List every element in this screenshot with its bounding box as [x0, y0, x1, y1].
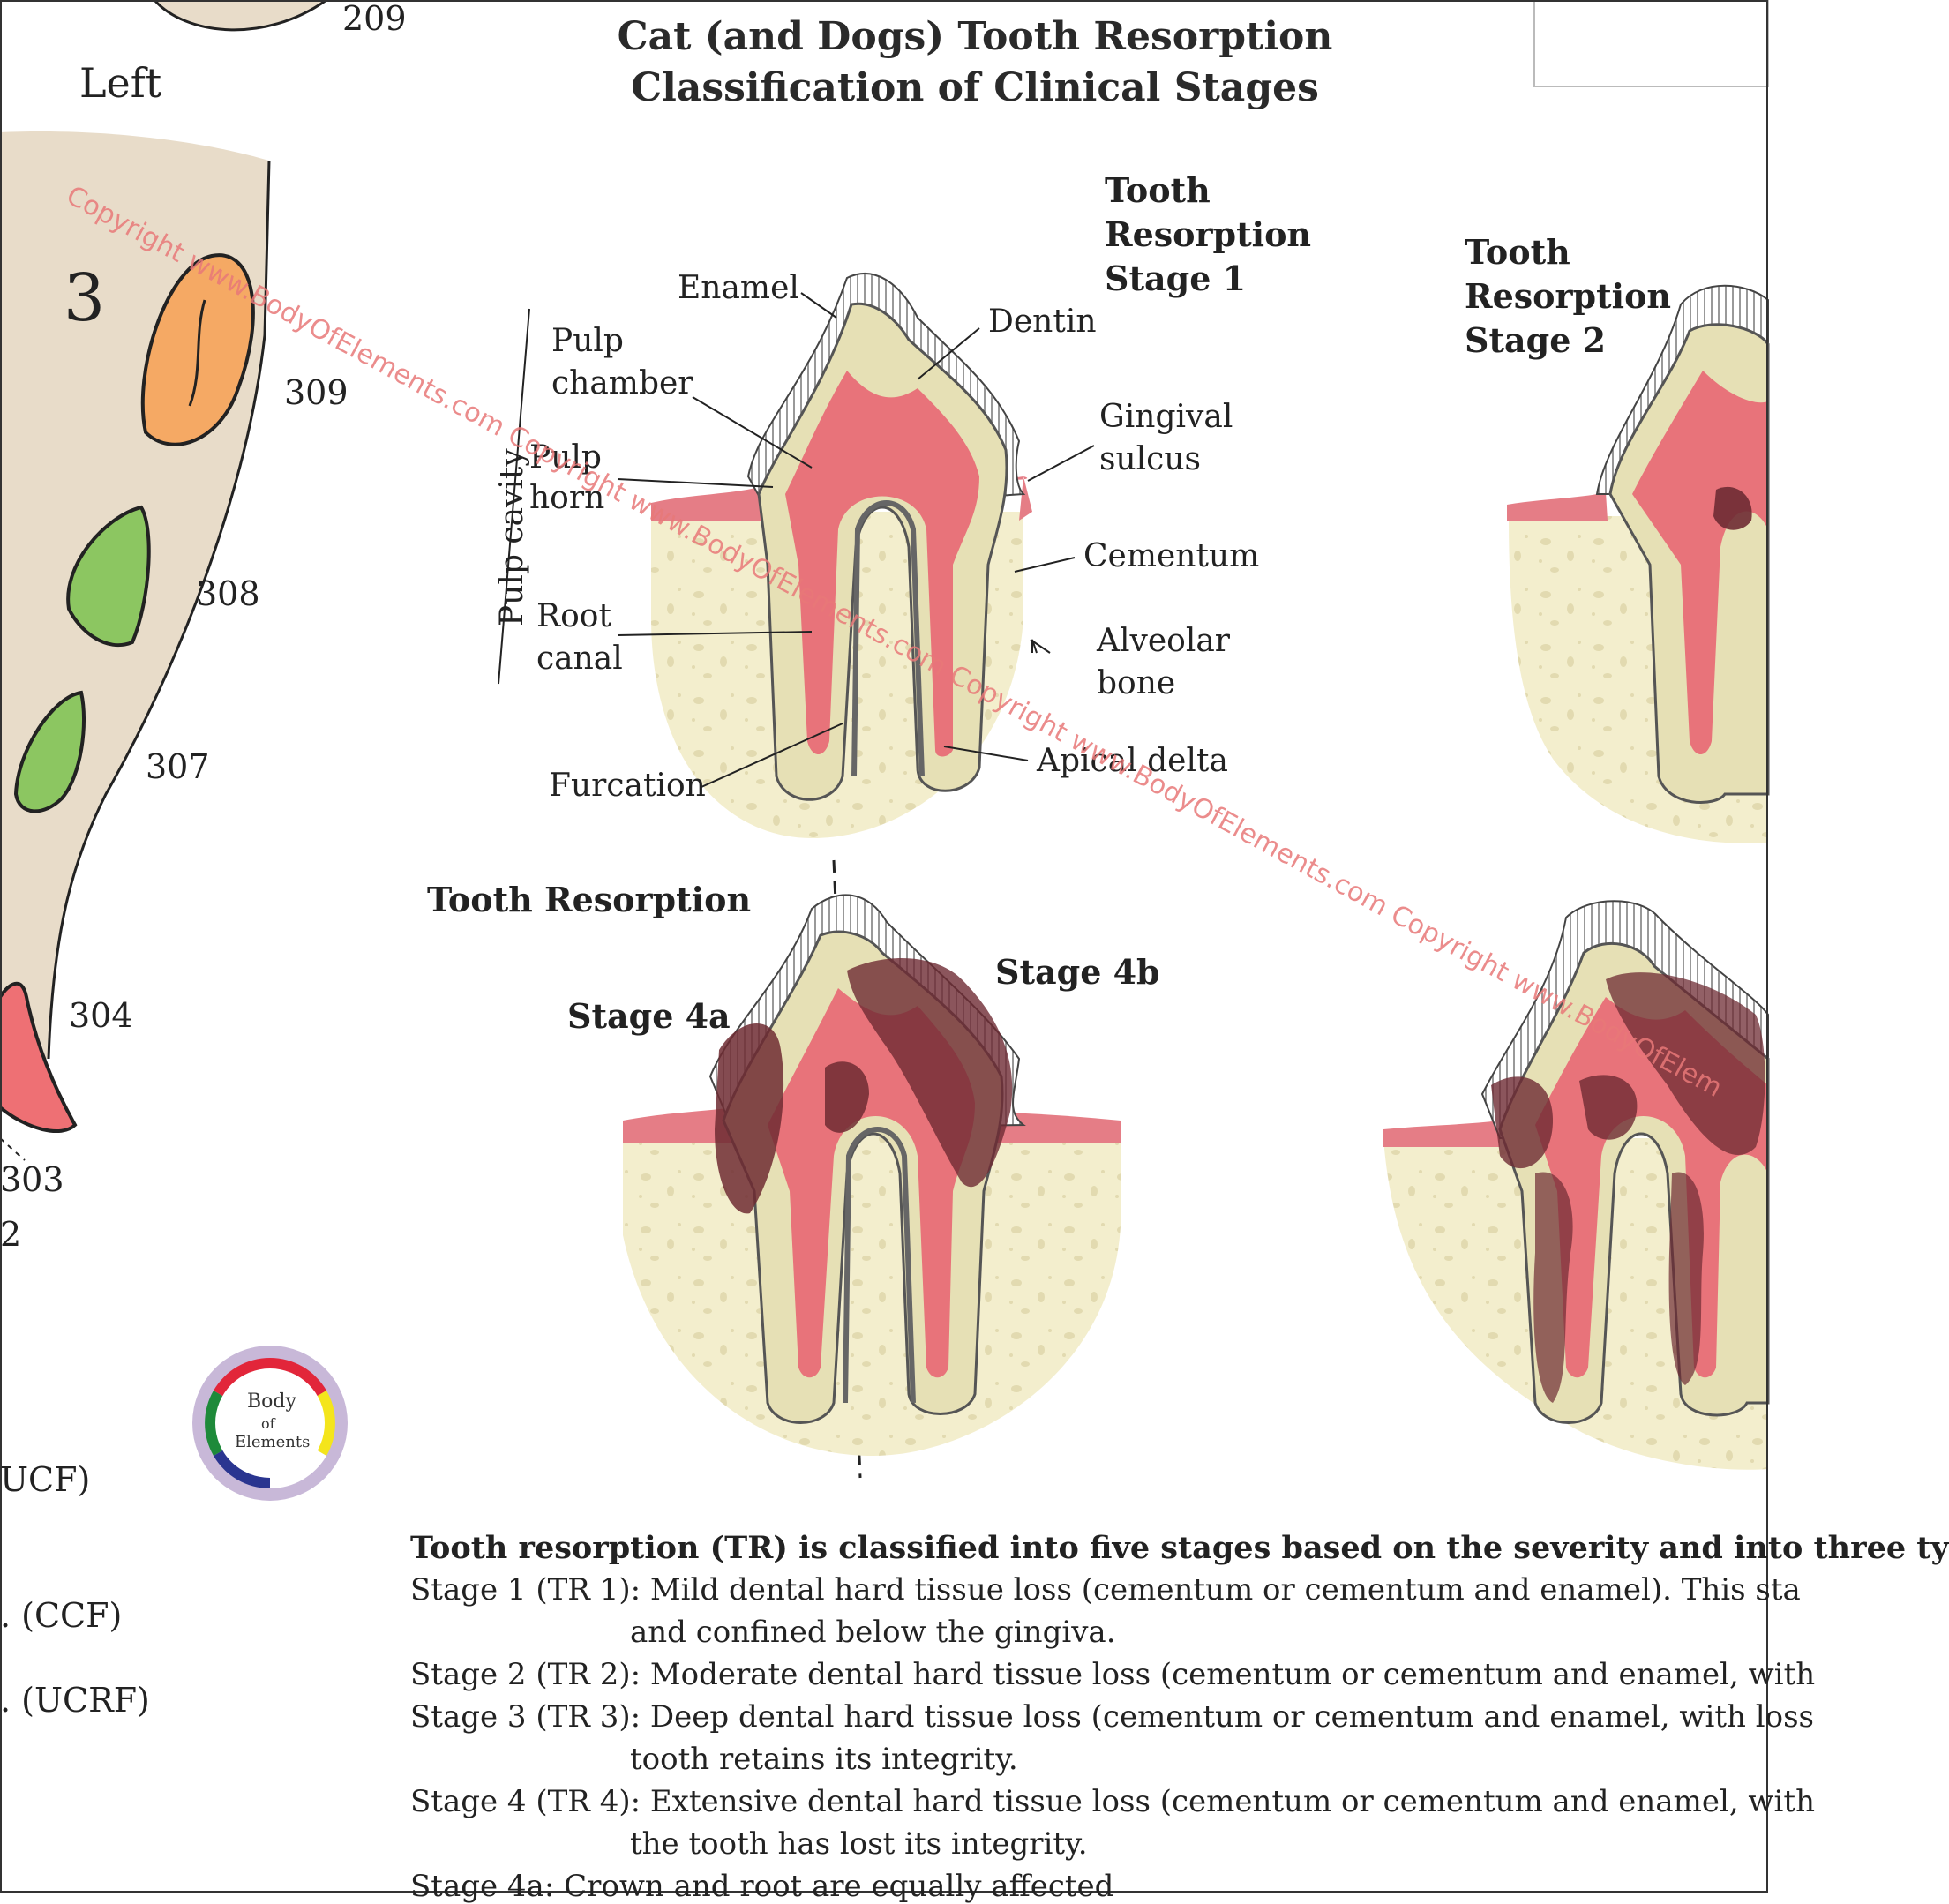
stage1-heading-line2: Resorption: [1105, 214, 1312, 254]
stage1-tooth: [651, 273, 1032, 838]
label-alveolar-bone-2: bone: [1097, 665, 1176, 701]
label-gingival-sulcus-1: Gingival: [1099, 399, 1233, 435]
stage4-lesion-left: [715, 1023, 784, 1214]
stage4-tooth: [623, 894, 1121, 1456]
description-line-1: Stage 1 (TR 1): Mild dental hard tissue …: [410, 1572, 1801, 1608]
stage4-gingiva-right: [988, 1112, 1121, 1143]
tooth-309-groove: [188, 299, 206, 407]
logo-text-line1: Body: [247, 1391, 296, 1413]
logo-text-line2: of: [261, 1415, 275, 1432]
tooth-303-leader: [0, 1137, 26, 1161]
stage1-gingiva: [651, 485, 764, 521]
label-pulp-chamber-2: chamber: [551, 365, 693, 401]
stage4a-label: Stage 4a: [567, 996, 731, 1036]
stage1-leaders: [498, 292, 1095, 788]
stage5-lesion-4: [1606, 972, 1765, 1156]
description-line-5: tooth retains its integrity.: [630, 1742, 1018, 1777]
tooth-number-304: 304: [69, 996, 133, 1035]
stage2-gingiva: [1507, 492, 1608, 521]
label-root-canal-2: canal: [536, 641, 623, 677]
tooth-number-303: 303: [0, 1160, 64, 1199]
stage5-tooth: [1383, 900, 1770, 1470]
page-border: [0, 0, 1768, 1893]
label-enamel: Enamel: [678, 270, 799, 306]
diagram-artwork: [0, 0, 1770, 1893]
title-line-2: Classification of Clinical Stages: [631, 65, 1319, 110]
stage5-gingiva: [1383, 1121, 1500, 1147]
quadrant-number: 3: [64, 260, 106, 336]
description-intro: Tooth resorption (TR) is classified into…: [410, 1530, 1949, 1566]
tooth-number-307: 307: [146, 747, 210, 786]
stage4-bone: [623, 1134, 1121, 1456]
label-dentin: Dentin: [988, 304, 1097, 340]
label-cementum: Cementum: [1083, 538, 1260, 574]
stage2-heading-line2: Resorption: [1465, 276, 1672, 316]
label-pulp-cavity: Pulp cavity: [494, 448, 530, 626]
corner-box: [1533, 0, 1769, 87]
label-pulp-chamber-1: Pulp: [551, 323, 624, 359]
label-apical-delta: Apical delta: [1037, 743, 1228, 779]
stage1-heading-line3: Stage 1: [1105, 259, 1247, 298]
logo-text-line3: Elements: [235, 1433, 311, 1451]
description-line-3: Stage 2 (TR 2): Moderate dental hard tis…: [410, 1657, 1816, 1692]
side-label: Left: [79, 59, 162, 107]
stage2-heading-line3: Stage 2: [1465, 320, 1607, 360]
stage5-lesion-5: [1668, 1172, 1704, 1385]
tooth-304: [0, 982, 78, 1133]
stage1-heading-line1: Tooth: [1105, 170, 1211, 210]
jaw-edge: [47, 160, 271, 1060]
description-line-2: and confined below the gingiva.: [630, 1615, 1116, 1650]
stage4-heading: Tooth Resorption: [427, 880, 752, 919]
stage5-lesion-3: [1579, 1075, 1638, 1140]
label-pulp-horn-2: horn: [529, 480, 605, 516]
stage1-pulp: [785, 371, 979, 757]
label-alveolar-bone-1: Alveolar: [1097, 623, 1231, 659]
stage1-gingiva-right: [1010, 476, 1032, 521]
stage2-tooth: [1507, 284, 1770, 843]
stage5-lesion-1: [1491, 1076, 1553, 1169]
tooth-number-2: 2: [0, 1215, 22, 1254]
stage4-furcation: [843, 1127, 916, 1404]
stage4b-label: Stage 4b: [995, 952, 1160, 992]
label-furcation: Furcation: [549, 768, 706, 804]
jaw-top-shape: [153, 0, 329, 32]
legend-ucrf: . (UCRF): [0, 1681, 150, 1720]
description-line-7: the tooth has lost its integrity.: [630, 1826, 1088, 1862]
legend-ucf: UCF): [0, 1460, 91, 1499]
title-line-1: Cat (and Dogs) Tooth Resorption: [617, 14, 1333, 59]
label-gingival-sulcus-2: sulcus: [1099, 441, 1201, 477]
tooth-number-309: 309: [284, 373, 349, 412]
stage2-lesion: [1713, 486, 1752, 530]
tooth-number-308: 308: [196, 574, 260, 613]
stage1-furcation: [851, 500, 925, 777]
label-root-canal-1: Root: [536, 598, 611, 634]
label-pulp-horn-1: Pulp: [529, 439, 602, 476]
description-line-6: Stage 4 (TR 4): Extensive dental hard ti…: [410, 1784, 1815, 1819]
tooth-307: [13, 690, 86, 813]
stage4-lesion-center: [825, 1061, 869, 1133]
stage2-pulp: [1632, 371, 1768, 754]
stage4-lesion-right: [847, 958, 1013, 1188]
tooth-number-209: 209: [342, 0, 407, 38]
logo-emblem: [192, 1346, 348, 1501]
legend-ccf: . (CCF): [0, 1596, 123, 1635]
tooth-308: [66, 505, 151, 648]
description-line-8: Stage 4a: Crown and root are equally aff…: [410, 1869, 1114, 1904]
description-line-4: Stage 3 (TR 3): Deep dental hard tissue …: [410, 1699, 1814, 1735]
stage2-heading-line1: Tooth: [1465, 232, 1570, 272]
stage4-gingiva: [623, 1107, 732, 1143]
stage5-lesion-2: [1533, 1172, 1573, 1403]
